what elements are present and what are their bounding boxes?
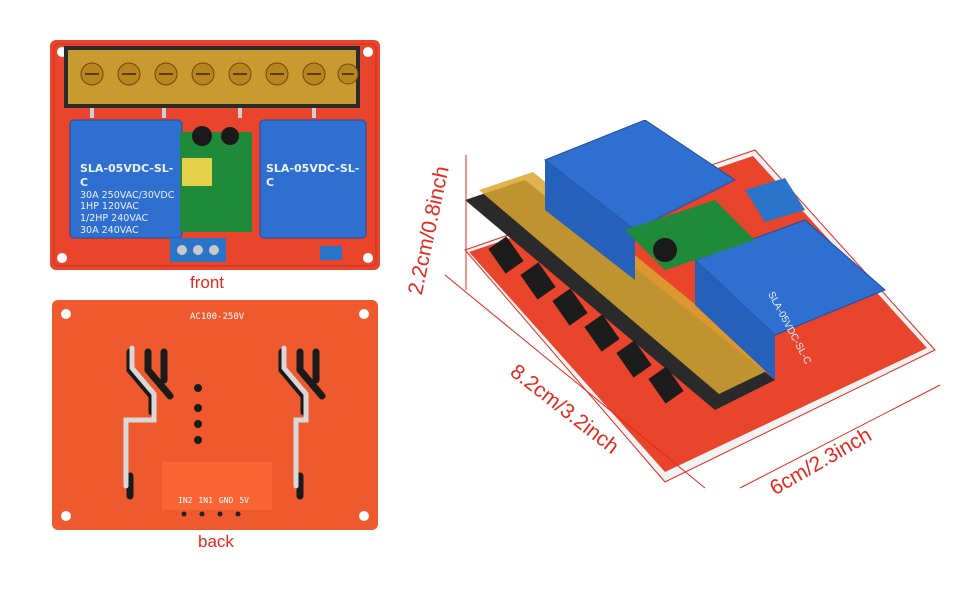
- relay-rating-2: 1HP 120VAC: [80, 201, 139, 213]
- front-board-illustration: [50, 40, 380, 270]
- pin-label-in2: IN2: [178, 496, 193, 505]
- pin-label-gnd: GND: [218, 496, 234, 505]
- back-silkscreen-power: AC100-250V: [190, 312, 245, 322]
- relay-rating-3: 1/2HP 240VAC: [80, 213, 149, 225]
- back-photo: AC100-250V IN2 IN1 GND 5V: [52, 300, 378, 530]
- angled-board-illustration: [464, 119, 936, 483]
- relay-rating-4: 30A 240VAC: [80, 225, 139, 237]
- back-board-illustration: [52, 300, 378, 530]
- front-caption: front: [190, 273, 225, 292]
- pin-label-5v: 5V: [239, 496, 249, 505]
- relay-rating-1: 30A 250VAC/30VDC: [80, 189, 175, 201]
- angled-photo: SLA-05VDC-SL-C: [455, 119, 945, 490]
- back-caption: back: [198, 532, 234, 551]
- width-dimension-line: [739, 384, 941, 489]
- relay-model-left: SLA-05VDC-SL-C: [80, 162, 174, 189]
- back-pin-labels: IN2 IN1 GND 5V: [178, 496, 249, 505]
- pin-label-in1: IN1: [198, 496, 213, 505]
- front-photo: SLA-05VDC-SL-C 30A 250VAC/30VDC 1HP 120V…: [50, 40, 380, 270]
- front-relay-left-label: SLA-05VDC-SL-C 30A 250VAC/30VDC 1HP 120V…: [80, 162, 180, 237]
- length-dimension-line: [444, 274, 706, 489]
- front-relay-right-label: SLA-05VDC-SL-C: [266, 162, 366, 190]
- relay-model-right: SLA-05VDC-SL-C: [266, 162, 360, 189]
